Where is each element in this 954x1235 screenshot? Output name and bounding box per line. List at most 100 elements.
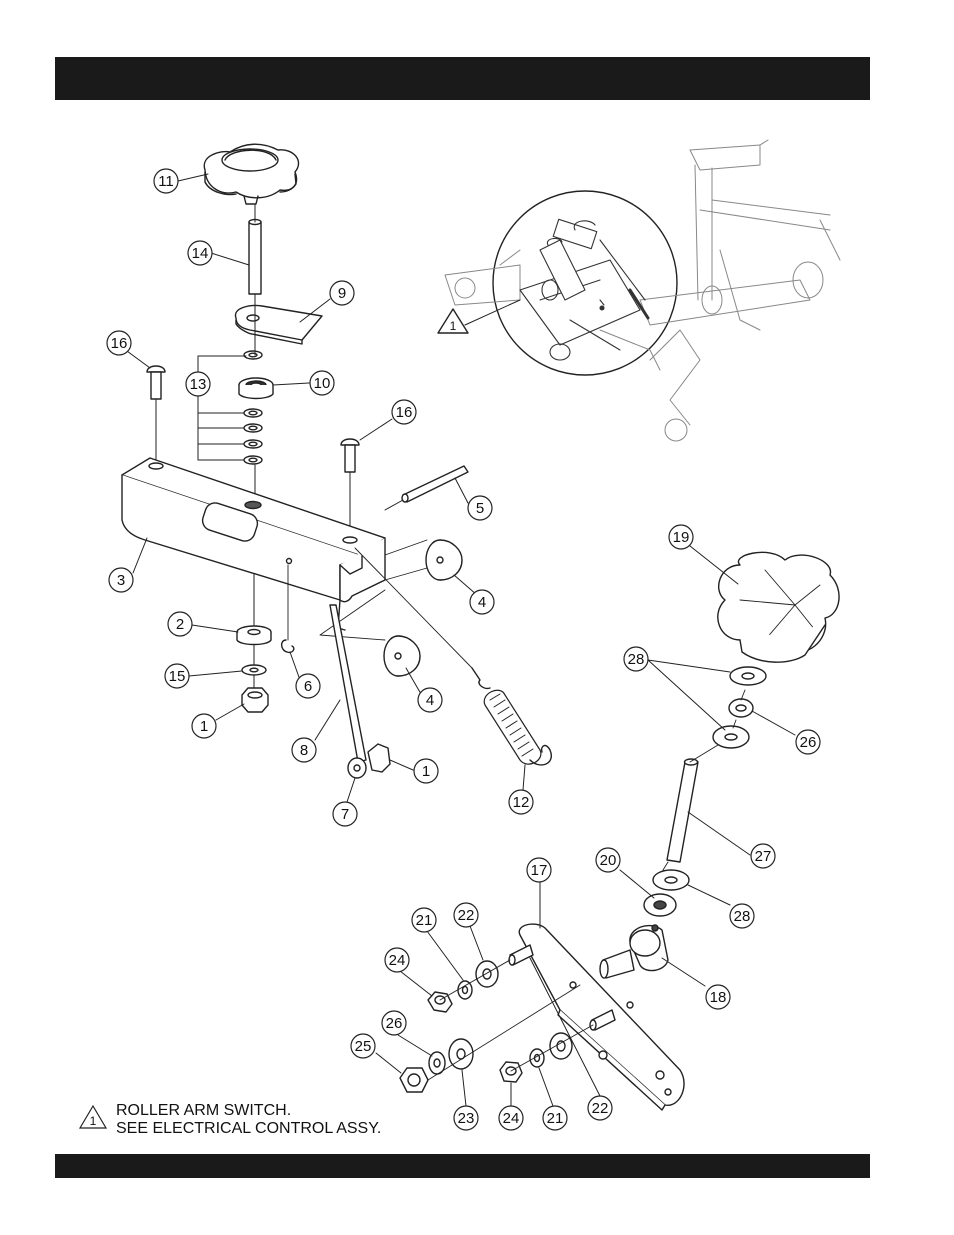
callout-20: 20	[596, 848, 620, 872]
knob-19	[718, 552, 839, 662]
leader-lines	[127, 174, 795, 1106]
note-triangle-icon: 1	[78, 1104, 108, 1130]
svg-text:27: 27	[755, 848, 772, 865]
washer-28-lower	[653, 870, 689, 890]
washer-28-middle	[713, 726, 749, 748]
svg-text:19: 19	[673, 529, 690, 546]
callout-6: 6	[296, 674, 320, 698]
washer-26-upper	[729, 699, 753, 717]
callout-17: 17	[527, 858, 551, 882]
callout-1-left: 1	[192, 714, 216, 738]
callout-10: 10	[310, 371, 334, 395]
star-knob-11	[204, 144, 298, 204]
bolt-16-left	[147, 366, 165, 462]
svg-text:4: 4	[426, 692, 434, 709]
callout-22-upper: 22	[454, 903, 478, 927]
nut-1-right	[368, 744, 390, 772]
callout-25: 25	[351, 1034, 375, 1058]
callout-27: 27	[751, 844, 775, 868]
nut-25	[400, 1068, 428, 1092]
nut-24-lower	[500, 1062, 522, 1082]
callout-26-lower: 26	[382, 1011, 406, 1035]
callout-3: 3	[109, 568, 133, 592]
callout-22-lower: 22	[588, 1096, 612, 1120]
callout-21-lower: 21	[543, 1106, 567, 1130]
callout-19: 19	[669, 525, 693, 549]
callout-24-upper: 24	[385, 948, 409, 972]
svg-text:5: 5	[476, 500, 484, 517]
washer-22-upper	[476, 961, 498, 987]
washer-22-lower	[550, 1033, 572, 1059]
note-line-2: SEE ELECTRICAL CONTROL ASSY.	[116, 1120, 381, 1138]
collar-20	[644, 894, 676, 916]
hub-18	[600, 925, 668, 978]
svg-text:24: 24	[503, 1110, 520, 1127]
callout-15: 15	[165, 664, 189, 688]
svg-text:26: 26	[800, 734, 817, 751]
callout-28-lower: 28	[730, 904, 754, 928]
note-line-1: ROLLER ARM SWITCH.	[116, 1102, 381, 1120]
pointer-plate-9	[235, 306, 322, 345]
svg-text:1: 1	[422, 763, 430, 780]
pin-14	[249, 220, 261, 295]
svg-text:3: 3	[117, 572, 125, 589]
roller-4-lower	[384, 636, 420, 676]
svg-text:28: 28	[628, 651, 645, 668]
svg-text:6: 6	[304, 678, 312, 695]
callout-7: 7	[333, 802, 357, 826]
callout-13: 13	[186, 372, 210, 396]
shaft-27	[667, 759, 698, 862]
svg-text:21: 21	[547, 1110, 564, 1127]
callout-24-lower: 24	[499, 1106, 523, 1130]
svg-text:12: 12	[513, 794, 530, 811]
svg-text:15: 15	[169, 668, 186, 685]
bushing-2	[237, 626, 271, 645]
svg-text:1: 1	[200, 718, 208, 735]
svg-text:25: 25	[355, 1038, 372, 1055]
roller-7	[348, 758, 366, 778]
svg-text:8: 8	[300, 742, 308, 759]
svg-text:18: 18	[710, 989, 727, 1006]
svg-text:1: 1	[450, 319, 457, 333]
svg-text:21: 21	[416, 912, 433, 929]
washer-15	[242, 665, 266, 675]
callout-5: 5	[468, 496, 492, 520]
washer-stack-13	[244, 351, 262, 464]
nut-1-left	[242, 688, 268, 712]
inset-circle	[445, 140, 840, 441]
roller-4-upper	[426, 540, 462, 580]
stud-upper	[509, 945, 533, 965]
svg-text:22: 22	[592, 1100, 609, 1117]
lever-arm-8	[330, 605, 366, 762]
callout-2: 2	[168, 612, 192, 636]
callout-18: 18	[706, 985, 730, 1009]
svg-text:9: 9	[338, 285, 346, 302]
callout-9: 9	[330, 281, 354, 305]
washer-21-upper	[458, 981, 472, 999]
bearing-10	[239, 378, 273, 399]
callout-11: 11	[154, 169, 178, 193]
svg-text:26: 26	[386, 1015, 403, 1032]
callout-8: 8	[292, 738, 316, 762]
washer-28-upper	[730, 667, 766, 685]
svg-text:13: 13	[190, 376, 207, 393]
callout-21-upper: 21	[412, 908, 436, 932]
svg-text:16: 16	[111, 335, 128, 352]
svg-text:10: 10	[314, 375, 331, 392]
svg-text:2: 2	[176, 616, 184, 633]
callout-26-upper: 26	[796, 730, 820, 754]
svg-text:11: 11	[158, 173, 174, 190]
svg-text:20: 20	[600, 852, 617, 869]
svg-text:7: 7	[341, 806, 349, 823]
callout-12: 12	[509, 790, 533, 814]
svg-text:17: 17	[531, 862, 548, 879]
svg-text:24: 24	[389, 952, 406, 969]
svg-text:28: 28	[734, 908, 751, 925]
inset-triangle-label: 1	[450, 319, 457, 333]
callout-1-right: 1	[414, 759, 438, 783]
washer-21-lower	[530, 1049, 544, 1067]
callout-16-right: 16	[392, 400, 416, 424]
callout-16-left: 16	[107, 331, 131, 355]
svg-text:4: 4	[478, 594, 486, 611]
